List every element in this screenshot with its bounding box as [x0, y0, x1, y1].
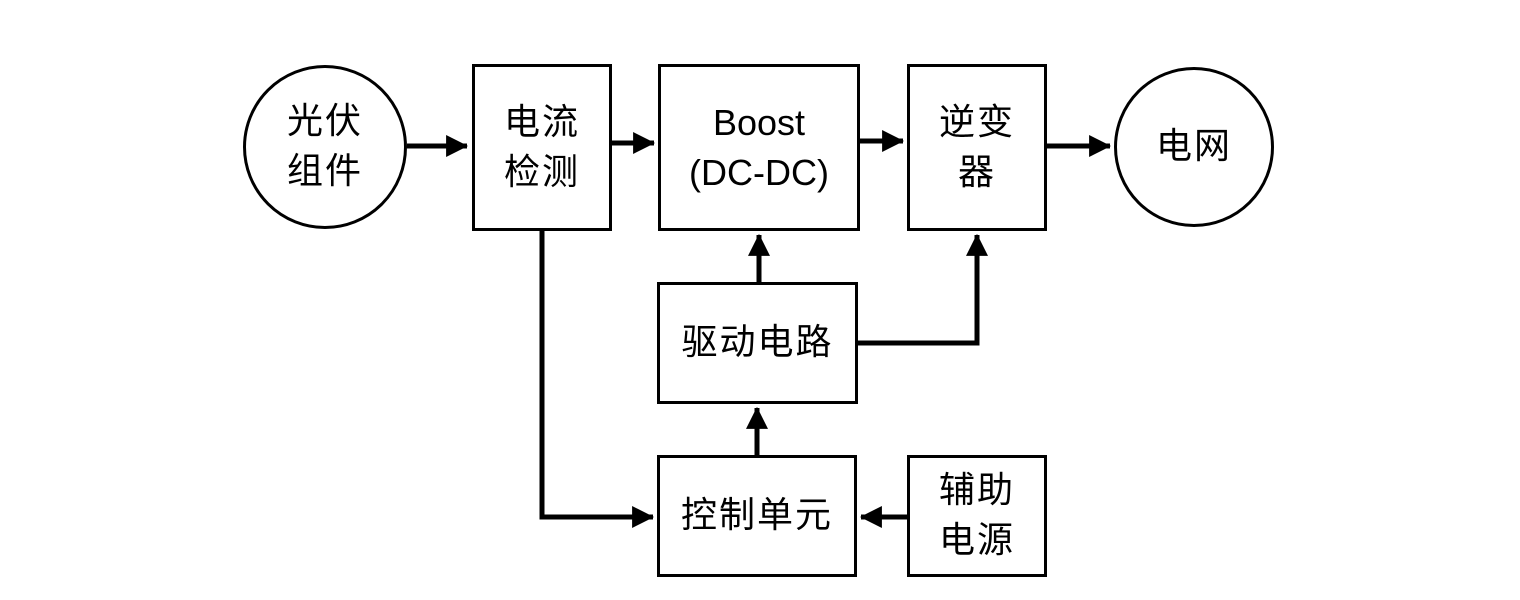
- node-label: 光伏: [286, 101, 363, 142]
- node-aux-power: 辅助 电源: [907, 455, 1047, 577]
- node-label: 器: [957, 151, 996, 192]
- node-label: 检测: [503, 151, 580, 192]
- node-label: 电流: [503, 101, 580, 142]
- node-label: Boost: [712, 101, 806, 143]
- arrow-drive-circuit-to-inverter: [858, 233, 989, 346]
- node-label: 电源: [938, 520, 1015, 560]
- node-inverter: 逆变 器: [907, 64, 1047, 231]
- node-label: 电网: [1155, 126, 1232, 167]
- node-label: (DC-DC): [689, 151, 829, 193]
- node-label: 组件: [286, 151, 363, 191]
- node-current-detection: 电流 检测: [472, 64, 612, 231]
- arrow-current-detection-to-control-unit: [539, 231, 655, 529]
- node-label: 驱动电路: [681, 322, 834, 363]
- node-grid: 电网: [1114, 67, 1274, 227]
- node-boost-dc-dc: Boost (DC-DC): [658, 64, 860, 231]
- node-label: 辅助: [938, 470, 1015, 511]
- node-drive-circuit: 驱动电路: [657, 282, 858, 404]
- node-label: 控制单元: [680, 495, 833, 536]
- node-pv-module: 光伏 组件: [243, 65, 407, 229]
- node-control-unit: 控制单元: [657, 455, 857, 577]
- node-label: 逆变: [938, 101, 1015, 142]
